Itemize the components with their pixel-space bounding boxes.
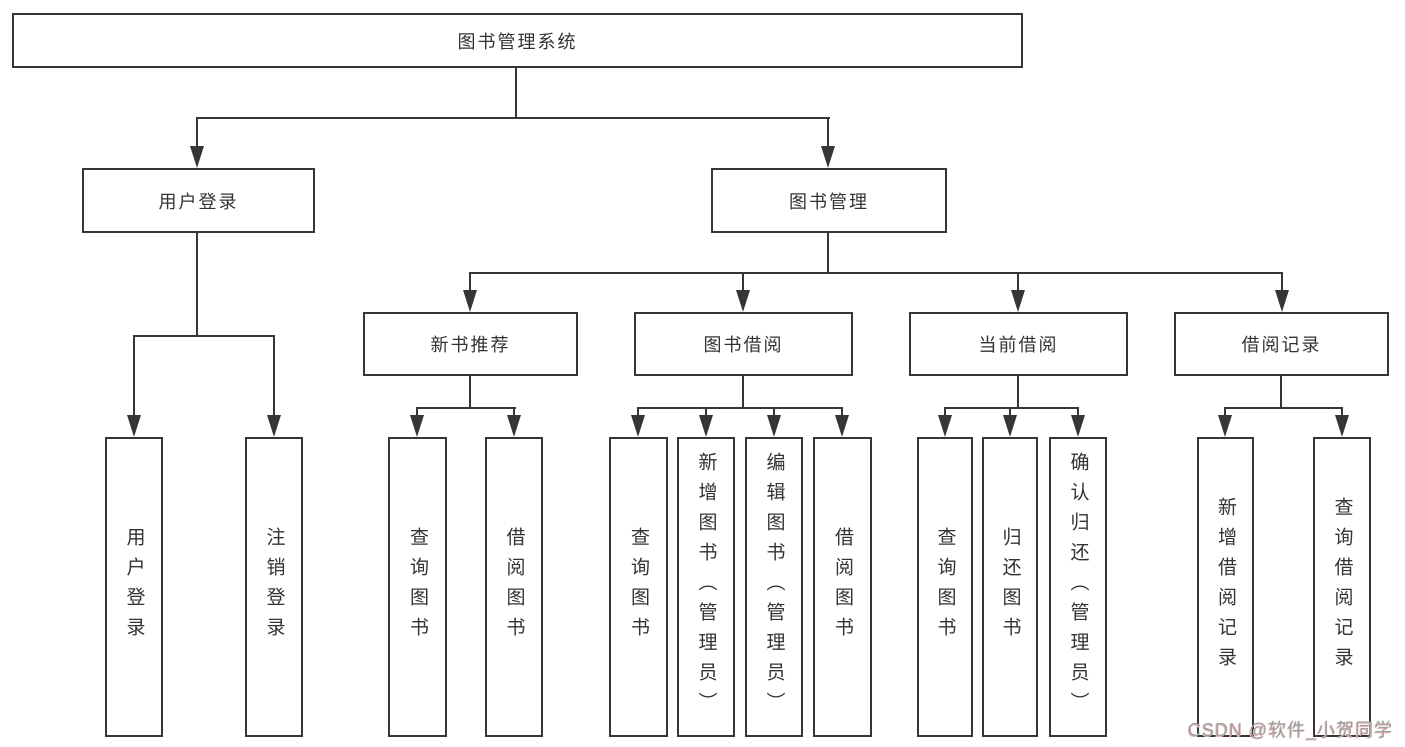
arrowhead [267,415,281,437]
connector [637,407,639,418]
leaf-label: 借阅图书 [832,527,853,647]
connector [1281,272,1283,294]
connector [1224,407,1226,418]
connector [1077,407,1079,418]
csdn-watermark: CSDN @软件_小贺同学 [1188,720,1394,740]
node-book-borrow: 图书借阅 [634,312,853,376]
arrowhead [1011,290,1025,312]
connector [469,272,1283,274]
leaf-label: 查询图书 [628,527,649,647]
node-library-management-system: 图书管理系统 [12,13,1023,68]
leaf-add-borrow-record: 新增借阅记录 [1197,437,1254,737]
leaf-add-books-admin: 新增图书（管理员） [677,437,735,737]
connector [944,407,946,418]
arrowhead [736,290,750,312]
leaf-label: 新增图书（管理员） [695,452,717,722]
leaf-label: 确认归还（管理员） [1067,452,1089,722]
arrowhead [1275,290,1289,312]
connector [841,407,843,418]
connector [1009,407,1011,418]
leaf-label: 借阅图书 [503,527,525,647]
leaf-label: 查询借阅记录 [1331,497,1353,677]
arrowhead [410,415,424,437]
connector [196,117,198,149]
connector [133,335,135,418]
node-label: 用户登录 [158,191,239,212]
connector [742,376,744,409]
leaf-borrow-books: 借阅图书 [485,437,543,737]
connector [742,272,744,294]
connector [1017,272,1019,294]
arrowhead [1218,415,1232,437]
arrowhead [835,415,849,437]
leaf-label: 查询图书 [934,527,956,647]
connector [1280,376,1282,409]
leaf-query-books: 查询图书 [609,437,668,737]
arrowhead [1071,415,1085,437]
node-borrow-records: 借阅记录 [1174,312,1389,376]
arrowhead [767,415,781,437]
leaf-label: 归还图书 [999,527,1021,647]
connector [773,407,775,418]
connector [416,407,418,418]
arrowhead [1003,415,1017,437]
leaf-query-borrow-record: 查询借阅记录 [1313,437,1371,737]
arrowhead [190,146,204,168]
connector [944,407,1079,409]
leaf-label: 新增借阅记录 [1215,497,1236,677]
arrowhead [631,415,645,437]
connector [1017,376,1019,409]
leaf-return-books: 归还图书 [982,437,1038,737]
node-label: 图书管理 [789,191,869,212]
connector [273,335,275,418]
leaf-borrow-books: 借阅图书 [813,437,872,737]
arrowhead [1335,415,1349,437]
arrowhead [699,415,713,437]
leaf-confirm-return-admin: 确认归还（管理员） [1049,437,1107,737]
node-book-management: 图书管理 [711,168,947,233]
leaf-user-login: 用户登录 [105,437,163,737]
node-label: 当前借阅 [978,335,1059,355]
leaf-edit-books-admin: 编辑图书（管理员） [745,437,803,737]
connector [515,68,517,118]
connector [705,407,707,418]
leaf-query-books: 查询图书 [917,437,973,737]
arrowhead [507,415,521,437]
connector [469,376,471,409]
leaf-label: 查询图书 [407,527,428,647]
node-label: 图书管理系统 [457,31,578,52]
node-label: 借阅记录 [1241,335,1322,355]
arrowhead [127,415,141,437]
connector [196,233,198,336]
node-new-book-recommend: 新书推荐 [363,312,578,376]
connector [196,117,830,119]
leaf-query-books: 查询图书 [388,437,447,737]
connector [513,407,515,418]
leaf-logout: 注销登录 [245,437,303,737]
connector [1341,407,1343,418]
connector [827,117,829,149]
connector [637,407,843,409]
connector [1224,407,1343,409]
arrowhead [821,146,835,168]
leaf-label: 用户登录 [123,527,145,647]
node-user-login: 用户登录 [82,168,315,233]
connector [469,272,471,294]
node-label: 图书借阅 [703,335,784,355]
arrowhead [463,290,477,312]
connector [416,407,516,409]
connector [827,233,829,274]
arrowhead [938,415,952,437]
leaf-label: 注销登录 [263,527,285,647]
node-current-borrow: 当前借阅 [909,312,1128,376]
connector [133,335,275,337]
node-label: 新书推荐 [430,335,511,355]
leaf-label: 编辑图书（管理员） [763,452,785,722]
